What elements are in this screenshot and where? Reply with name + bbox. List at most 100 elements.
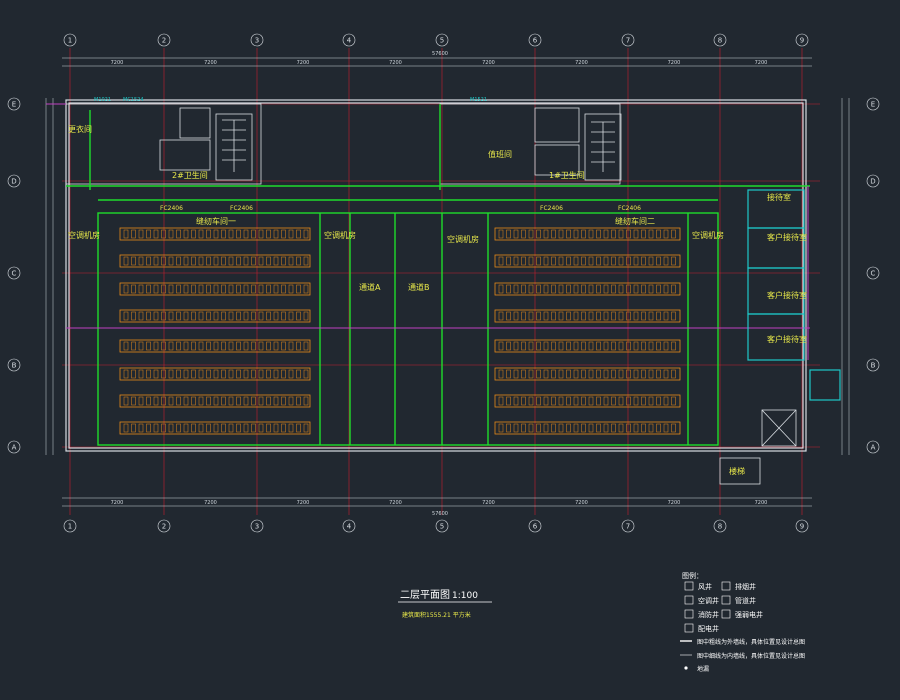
window-tag: FC2406 [540,205,563,212]
svg-text:E: E [12,101,16,109]
drawing-title-block: 二层平面图 1:100 建筑面积1555.21 平方米 [398,589,492,619]
workstation-row [119,421,311,435]
axis-bubble: 4 [342,33,356,47]
svg-text:1: 1 [68,523,72,531]
axis-bubble: C [7,266,21,280]
dimension-label: 7200 [111,60,124,66]
axis-bubble: 1 [63,519,77,533]
axis-bubble: D [7,174,21,188]
door-tags: M1021 MC1524 M1521 [94,97,487,103]
dimension-label: 7200 [297,500,310,506]
svg-text:E: E [871,101,875,109]
dimension-label: 7200 [204,500,217,506]
room-label-locker: 更衣间 [68,124,92,134]
axis-bubble: 2 [157,519,171,533]
room-label-duty: 值班间 [488,149,512,159]
room-label-ac-room-3: 空调机房 [447,234,479,244]
axis-bubble: E [7,97,21,111]
axis-bubble: 3 [250,33,264,47]
dimension-label: 7200 [482,500,495,506]
room-label-ac-room-1: 空调机房 [68,230,100,240]
legend-item: 消防井 [698,610,719,619]
axis-bubble: 6 [528,33,542,47]
workstation-row [494,394,681,408]
dimension-label: 7200 [389,500,402,506]
axis-bubble: 7 [621,519,635,533]
axis-bubbles-left: E D C B A [7,97,21,454]
axis-bubble: 9 [795,519,809,533]
room-label-stair: 楼梯 [729,466,745,476]
dimension-lines [45,57,850,507]
axis-bubble: 5 [435,33,449,47]
room-label-ac-room-2: 空调机房 [324,230,356,240]
room-label-toilet-left: 2#卫生间 [172,170,208,180]
axis-bubble: 4 [342,519,356,533]
svg-text:C: C [871,270,876,278]
window-tag: FC2406 [230,205,253,212]
dimension-label: 7200 [204,60,217,66]
window-tag: FC2406 [618,205,641,212]
svg-text:5: 5 [440,37,444,45]
svg-text:4: 4 [347,37,352,45]
workstation-row [119,309,311,323]
workstation-row [494,309,681,323]
room-labels: 更衣间 2#卫生间 1#卫生间 缝纫车间一 缝纫车间二 通道A 通道B 值班间 … [68,124,807,476]
svg-text:7: 7 [626,523,630,531]
room-label-aisle-a: 通道A [359,282,381,292]
door-tag: M1021 [94,97,111,103]
door-tag: M1521 [470,97,487,103]
partition-lines [46,103,810,360]
room-label-workshop-1: 缝纫车间一 [196,216,236,226]
drawing-scale: 1:100 [452,591,478,601]
dimension-label: 7200 [755,60,768,66]
svg-text:2: 2 [162,37,166,45]
axis-bubble: 8 [713,519,727,533]
svg-text:2: 2 [162,523,166,531]
axis-bubble: 3 [250,519,264,533]
workstation-row [494,282,681,296]
axis-bubble: 7 [621,33,635,47]
interior-walls [66,104,810,446]
svg-text:8: 8 [718,37,722,45]
svg-text:B: B [871,362,876,370]
svg-text:3: 3 [255,523,259,531]
dimension-label: 7200 [575,500,588,506]
workstation-row [119,394,311,408]
legend: 图例： 风井 排烟井 空调井 管道井 消防井 强弱电井 配电井 图中粗线为外墙线… [680,571,805,673]
workstation-row [119,367,311,381]
axis-bubble: A [7,440,21,454]
svg-text:9: 9 [800,37,804,45]
room-label-ac-room-4: 空调机房 [692,230,724,240]
workstation-row [119,282,311,296]
svg-text:6: 6 [533,523,538,531]
svg-text:B: B [12,362,17,370]
axis-bubble: A [866,440,880,454]
dimension-label: 7200 [575,60,588,66]
dimension-label: 7200 [668,60,681,66]
legend-item: 管道井 [735,596,756,605]
svg-text:D: D [11,178,16,186]
axis-bubble: B [7,358,21,372]
drawing-title: 二层平面图 [400,589,450,601]
legend-item: 空调井 [698,596,719,605]
workstation-row [119,339,311,353]
room-label-workshop-2: 缝纫车间二 [615,216,655,226]
room-label-client-2: 客户接待室 [767,290,807,300]
exterior-walls [65,99,807,452]
dimension-label: 7200 [482,60,495,66]
axis-bubble: 2 [157,33,171,47]
legend-note-1: 图中粗线为外墙线，具体位置见设计总图 [697,638,805,646]
workstation-grid [119,227,681,435]
axis-bubble: 8 [713,33,727,47]
window-tag: FC2406 [160,205,183,212]
svg-text:3: 3 [255,37,259,45]
workstation-row [494,254,681,268]
floor-area-note: 建筑面积1555.21 平方米 [402,611,471,619]
workstation-row [494,421,681,435]
workstation-row [494,339,681,353]
svg-text:A: A [871,444,876,452]
